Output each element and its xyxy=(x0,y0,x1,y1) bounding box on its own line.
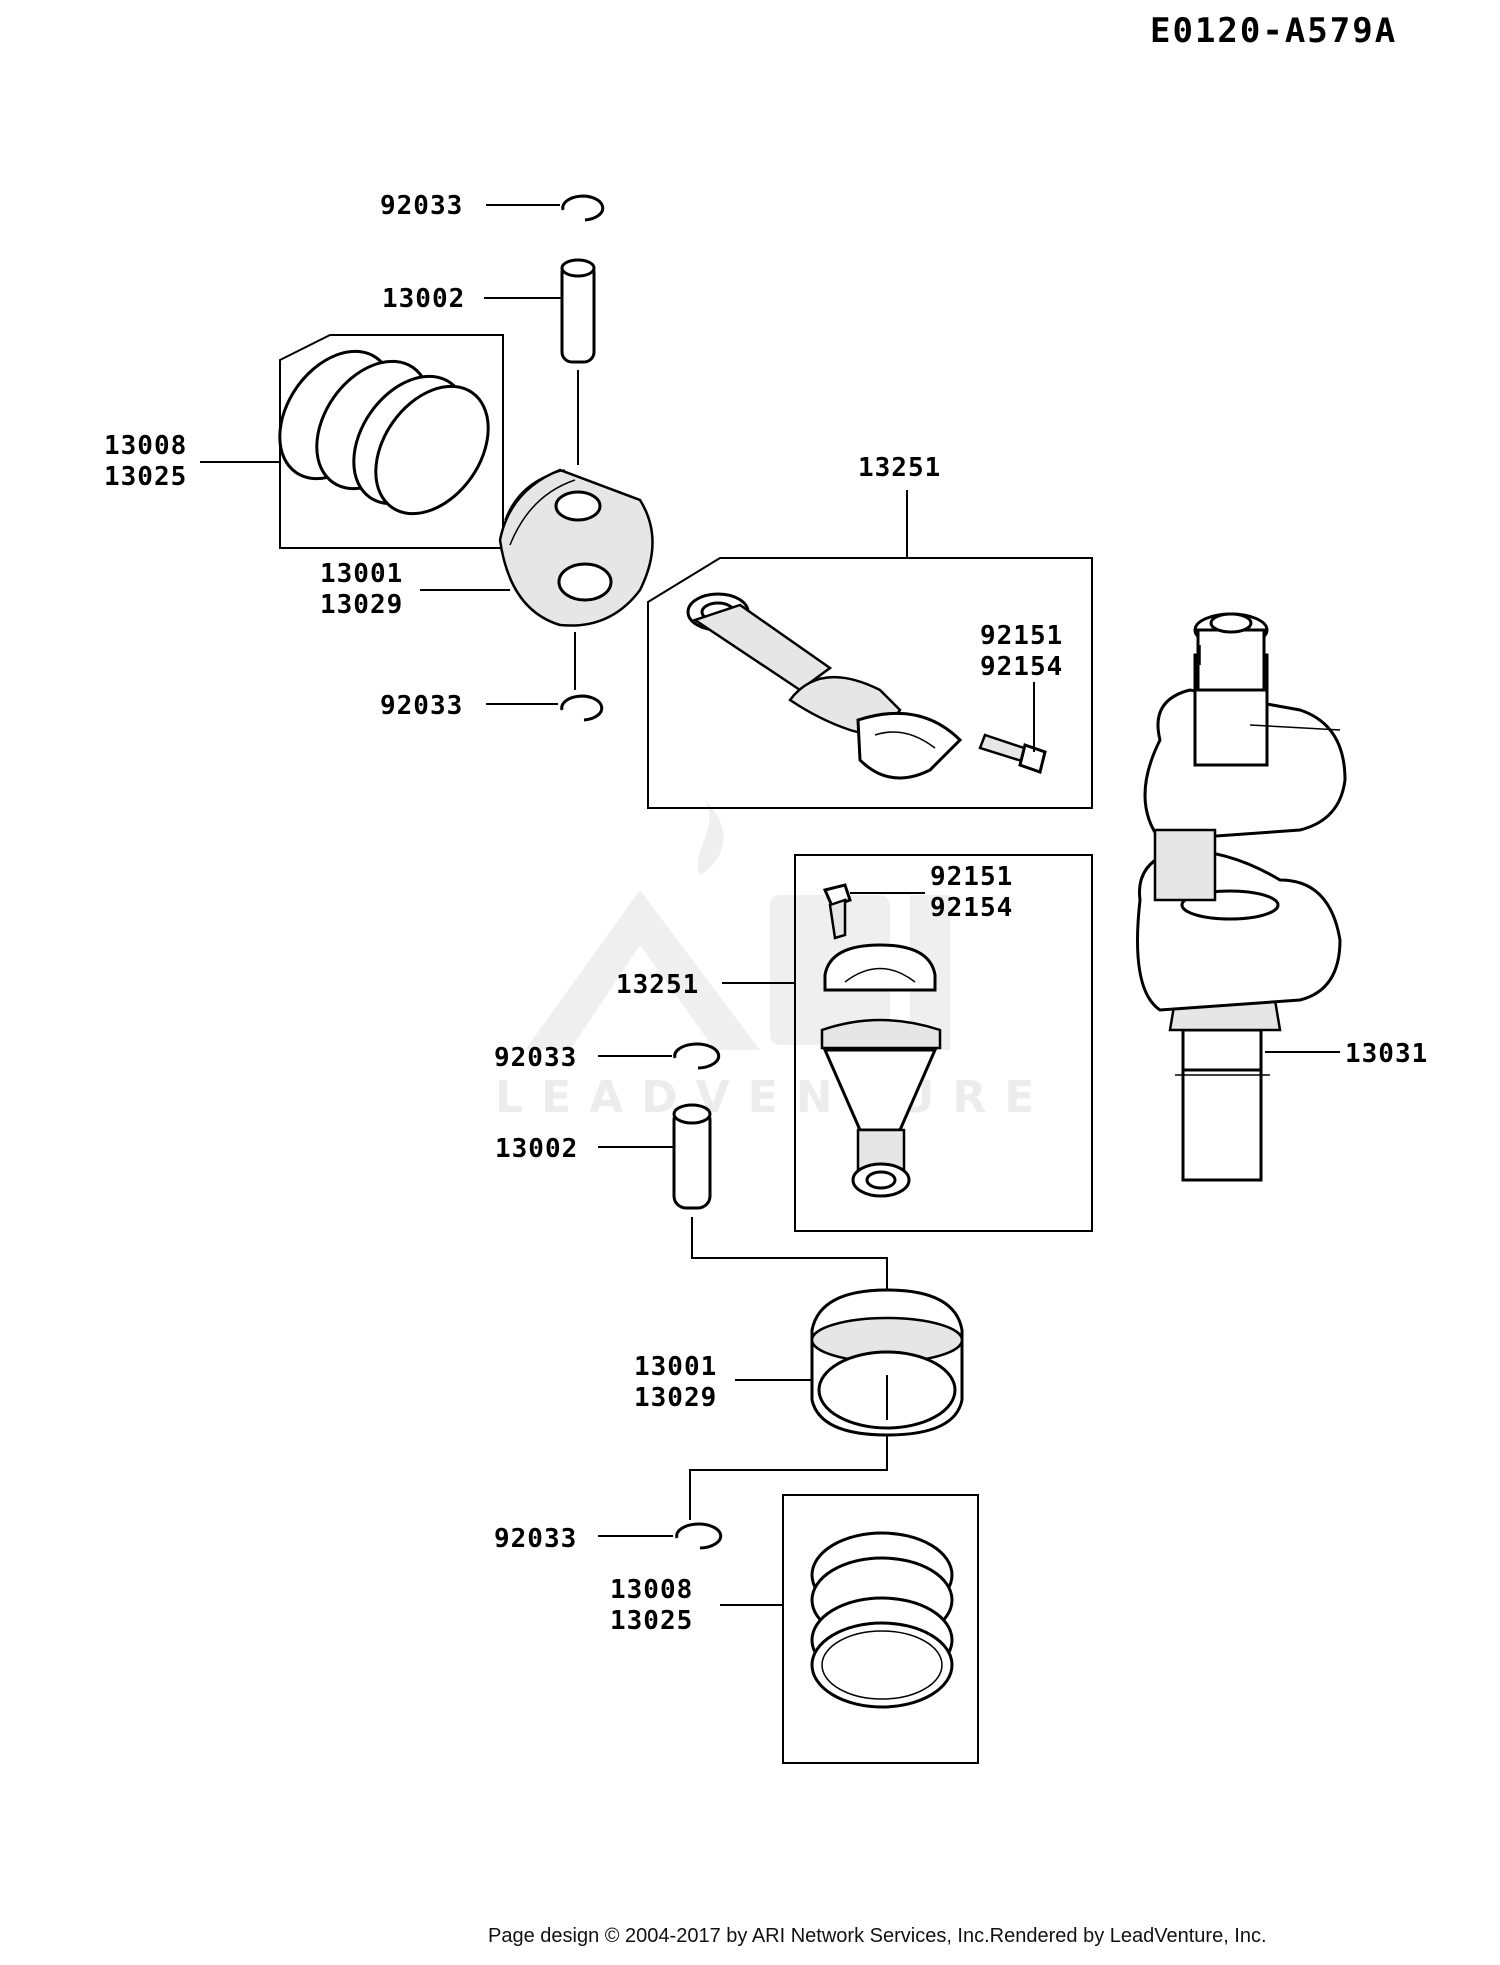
piston-bottom[interactable] xyxy=(810,1288,964,1437)
label-rings-bot-b[interactable]: 13025 xyxy=(610,1606,693,1636)
label-snap-ring-bot1[interactable]: 92033 xyxy=(494,1043,577,1073)
crankshaft[interactable] xyxy=(1136,612,1347,1182)
rod-bolt-top[interactable] xyxy=(978,733,1047,774)
label-bolt-bot-a[interactable]: 92151 xyxy=(930,862,1013,892)
piston-pin-top[interactable] xyxy=(560,258,596,364)
snap-ring-bottom-1[interactable] xyxy=(673,1042,721,1070)
label-bolt-bot-b[interactable]: 92154 xyxy=(930,893,1013,923)
label-rings-top-a[interactable]: 13008 xyxy=(104,431,187,461)
connecting-rod-bottom[interactable] xyxy=(820,943,942,1198)
piston-rings-bottom[interactable] xyxy=(810,1531,954,1709)
footer-rendered-by: Rendered by LeadVenture, Inc. xyxy=(989,1925,1267,1947)
label-bolt-top-a[interactable]: 92151 xyxy=(980,621,1063,651)
snap-ring-bottom-2[interactable] xyxy=(675,1522,723,1550)
diagram-code: E0120-A579A xyxy=(1150,11,1397,51)
snap-ring-top[interactable] xyxy=(561,194,605,222)
watermark-text: LEADVENTURE xyxy=(495,1072,1052,1123)
footer: Page design © 2004-2017 by ARI Network S… xyxy=(488,1922,1267,1948)
label-crankshaft[interactable]: 13031 xyxy=(1345,1039,1428,1069)
rings-top-box xyxy=(279,334,504,549)
piston-rings-top[interactable] xyxy=(257,330,512,535)
label-rod-bot[interactable]: 13251 xyxy=(616,970,699,1000)
piston-top[interactable] xyxy=(498,468,654,627)
label-snap-ring-top[interactable]: 92033 xyxy=(380,191,463,221)
label-pin-bot[interactable]: 13002 xyxy=(495,1134,578,1164)
label-snap-ring-mid[interactable]: 92033 xyxy=(380,691,463,721)
connecting-rod-top[interactable] xyxy=(686,592,963,780)
label-piston-top-a[interactable]: 13001 xyxy=(320,559,403,589)
label-piston-bot-b[interactable]: 13029 xyxy=(634,1383,717,1413)
footer-copyright: Page design © 2004-2017 by ARI Network S… xyxy=(488,1925,990,1947)
rod-top-box xyxy=(647,557,1093,809)
label-bolt-top-b[interactable]: 92154 xyxy=(980,652,1063,682)
label-pin-top[interactable]: 13002 xyxy=(382,284,465,314)
piston-pin-bottom[interactable] xyxy=(672,1103,712,1210)
label-piston-top-b[interactable]: 13029 xyxy=(320,590,403,620)
label-snap-ring-bot2[interactable]: 92033 xyxy=(494,1524,577,1554)
rings-bot-box xyxy=(782,1494,979,1764)
label-rings-top-b[interactable]: 13025 xyxy=(104,462,187,492)
rod-bot-box xyxy=(794,854,1093,1232)
snap-ring-mid[interactable] xyxy=(560,694,604,722)
label-rod-top[interactable]: 13251 xyxy=(858,453,941,483)
label-rings-bot-a[interactable]: 13008 xyxy=(610,1575,693,1605)
rod-bolt-bottom[interactable] xyxy=(822,883,852,940)
ari-watermark: LEADVENTURE xyxy=(495,800,1052,1123)
label-piston-bot-a[interactable]: 13001 xyxy=(634,1352,717,1382)
